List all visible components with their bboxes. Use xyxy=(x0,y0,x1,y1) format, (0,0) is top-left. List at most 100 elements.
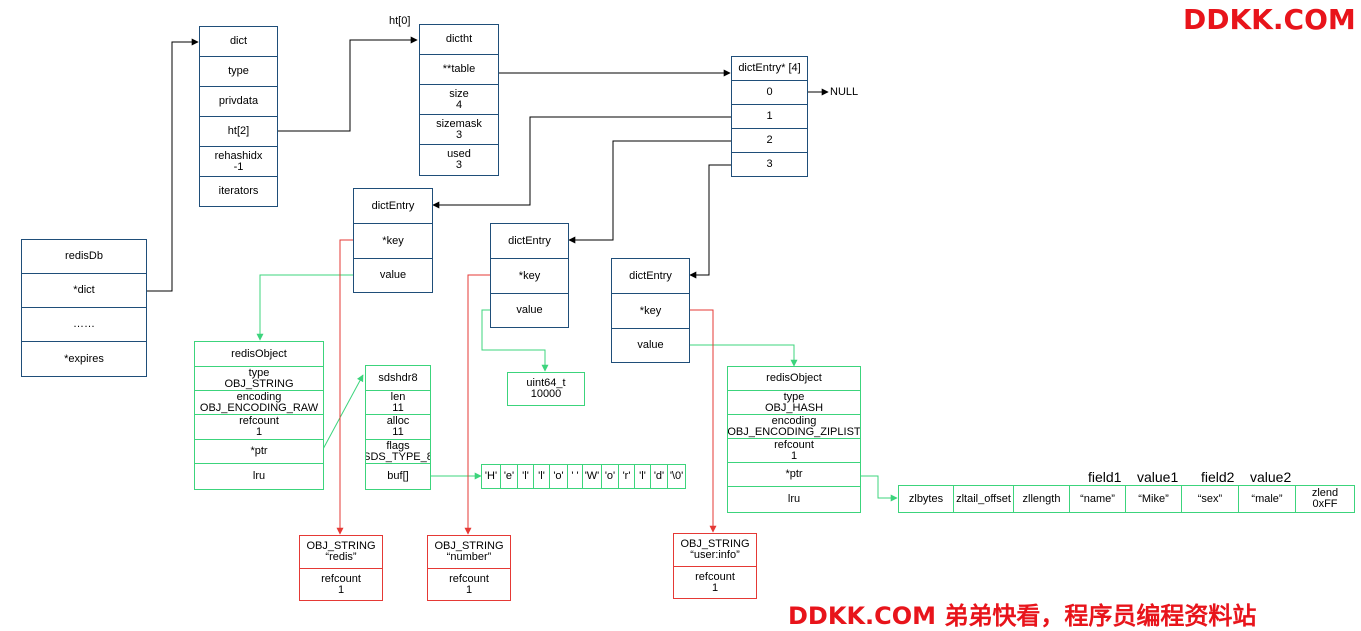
arrow-slot2-entry2 xyxy=(568,140,731,244)
buf-char: 'W' xyxy=(583,465,602,488)
arrow-value-uint xyxy=(481,309,549,372)
dict-ht-field: ht[2] xyxy=(200,117,277,147)
dictentry-2-title: dictEntry xyxy=(491,224,568,259)
uint64-value: uint64_t 10000 xyxy=(526,377,566,400)
sdshdr8-box: sdshdr8 len 11 alloc 11 flags SDS_TYPE_8… xyxy=(365,365,431,490)
key3-string: OBJ_STRING “user:info” xyxy=(674,534,756,567)
table-slot-2: 2 xyxy=(732,129,807,153)
arrow-redisdb-dict xyxy=(146,38,199,292)
dictentry-1-title: dictEntry xyxy=(354,189,432,224)
buf-char: 'o' xyxy=(602,465,619,488)
field1-label: field1 xyxy=(1088,469,1122,485)
ziplist-field2: “sex” xyxy=(1182,486,1239,512)
dictentry-1-key: *key xyxy=(354,224,432,259)
robj1-refcount: refcount 1 xyxy=(195,415,323,440)
key3-refcount: refcount 1 xyxy=(695,570,735,594)
redisdb-box: redisDb *dict …… *expires xyxy=(21,239,147,377)
buf-char: 'l' xyxy=(534,465,550,488)
robj2-lru: lru xyxy=(787,493,801,505)
robj2-type: type OBJ_HASH xyxy=(728,391,860,415)
dictht-table-field: **table xyxy=(420,55,498,85)
dictentry-3-title: dictEntry xyxy=(612,259,689,294)
buf-char: '\0' xyxy=(669,470,684,482)
key2-refcount: refcount 1 xyxy=(449,572,489,596)
key-object-userinfo-box: OBJ_STRING “user:info” refcount 1 xyxy=(673,533,757,599)
ziplist-field1: “name” xyxy=(1070,486,1126,512)
dict-box: dict type privdata ht[2] rehashidx -1 it… xyxy=(199,26,278,207)
null-label: NULL xyxy=(830,86,859,98)
robj1-title: redisObject xyxy=(195,342,323,367)
dictentry-2-box: dictEntry *key value xyxy=(490,223,569,328)
redisobject-hash-box: redisObject type OBJ_HASH encoding OBJ_E… xyxy=(727,366,861,513)
buf-char: 'l' xyxy=(518,465,534,488)
dict-rehashidx-field: rehashidx -1 xyxy=(200,147,277,177)
buf-char: 'H' xyxy=(482,465,501,488)
dictht-sizemask-field: sizemask 3 xyxy=(420,115,498,145)
watermark-top: DDKK.COM xyxy=(1183,3,1356,36)
arrow-slot1-entry1 xyxy=(432,116,731,209)
table-slot-1: 1 xyxy=(732,105,807,129)
key1-refcount: refcount 1 xyxy=(321,572,361,596)
robj2-encoding: encoding OBJ_ENCODING_ZIPLIST xyxy=(728,415,860,439)
ht0-label: ht[0] xyxy=(389,15,411,27)
dictht-box: dictht **table size 4 sizemask 3 used 3 xyxy=(419,24,499,176)
arrow-key3 xyxy=(689,309,717,533)
arrow-ptr-ziplist xyxy=(859,475,898,502)
redisdb-title: redisDb xyxy=(22,240,146,274)
sds-buf: buf[] xyxy=(387,470,409,482)
ziplist-zllength: zllength xyxy=(1014,486,1070,512)
buf-char: 'o' xyxy=(550,465,568,488)
table-slot-0: 0 xyxy=(732,81,807,105)
dict-title: dict xyxy=(200,27,277,57)
sds-len: len 11 xyxy=(366,391,430,415)
redisdb-ellipsis: …… xyxy=(22,308,146,342)
dictentry-1-box: dictEntry *key value xyxy=(353,188,433,293)
buf-char: 'e' xyxy=(501,465,518,488)
robj1-type: type OBJ_STRING xyxy=(195,367,323,391)
arrow-ht-dictht xyxy=(277,36,418,132)
dictht-used-field: used 3 xyxy=(447,148,471,171)
uint64-box: uint64_t 10000 xyxy=(507,372,585,406)
table-array-title: dictEntry* [4] xyxy=(732,57,807,81)
watermark-bottom: DDKK.COM 弟弟快看，程序员编程资料站 xyxy=(788,602,1257,630)
dictentry-3-box: dictEntry *key value xyxy=(611,258,690,363)
ziplist-zlbytes: zlbytes xyxy=(899,486,954,512)
buf-char: 'r' xyxy=(619,465,635,488)
dict-iterators-field: iterators xyxy=(218,185,259,197)
robj1-encoding: encoding OBJ_ENCODING_RAW xyxy=(195,391,323,415)
dictentry-1-value: value xyxy=(379,269,407,281)
redisdb-dict-field: *dict xyxy=(22,274,146,308)
buf-char: 'l' xyxy=(635,465,651,488)
dictentry-2-value: value xyxy=(516,304,543,316)
dictht-title: dictht xyxy=(420,25,498,55)
ziplist-zlend: zlend 0xFF xyxy=(1311,487,1339,510)
robj2-refcount: refcount 1 xyxy=(728,439,860,463)
sds-flags: flags SDS_TYPE_8 xyxy=(366,440,430,464)
dictht-size-field: size 4 xyxy=(420,85,498,115)
arrow-value-robj1 xyxy=(256,274,353,341)
sds-alloc: alloc 11 xyxy=(366,415,430,440)
ziplist-row: zlbytes zltail_offset zllength “name” “M… xyxy=(898,485,1355,513)
dict-privdata-field: privdata xyxy=(200,87,277,117)
table-slot-3: 3 xyxy=(766,158,773,170)
arrow-key2 xyxy=(464,274,490,535)
key-object-redis-box: OBJ_STRING “redis” refcount 1 xyxy=(299,535,383,601)
dictentry-2-key: *key xyxy=(491,259,568,294)
buf-char: 'd' xyxy=(651,465,668,488)
robj1-lru: lru xyxy=(252,470,266,482)
robj2-title: redisObject xyxy=(728,367,860,391)
robj1-ptr: *ptr xyxy=(195,440,323,464)
arrow-slot3-entry3 xyxy=(689,164,731,279)
buf-char: ' ' xyxy=(568,465,583,488)
field2-label: field2 xyxy=(1201,469,1235,485)
buf-chars-row: 'H' 'e' 'l' 'l' 'o' ' ' 'W' 'o' 'r' 'l' … xyxy=(481,464,686,489)
arrow-ptr-sds xyxy=(321,374,364,452)
arrow-value-robj2 xyxy=(689,344,798,367)
ziplist-value2: “male” xyxy=(1239,486,1296,512)
value2-label: value2 xyxy=(1250,469,1292,485)
dict-type-field: type xyxy=(200,57,277,87)
table-array-box: dictEntry* [4] 0 1 2 3 xyxy=(731,56,808,177)
dictentry-3-value: value xyxy=(637,339,664,351)
robj2-ptr: *ptr xyxy=(728,463,860,487)
